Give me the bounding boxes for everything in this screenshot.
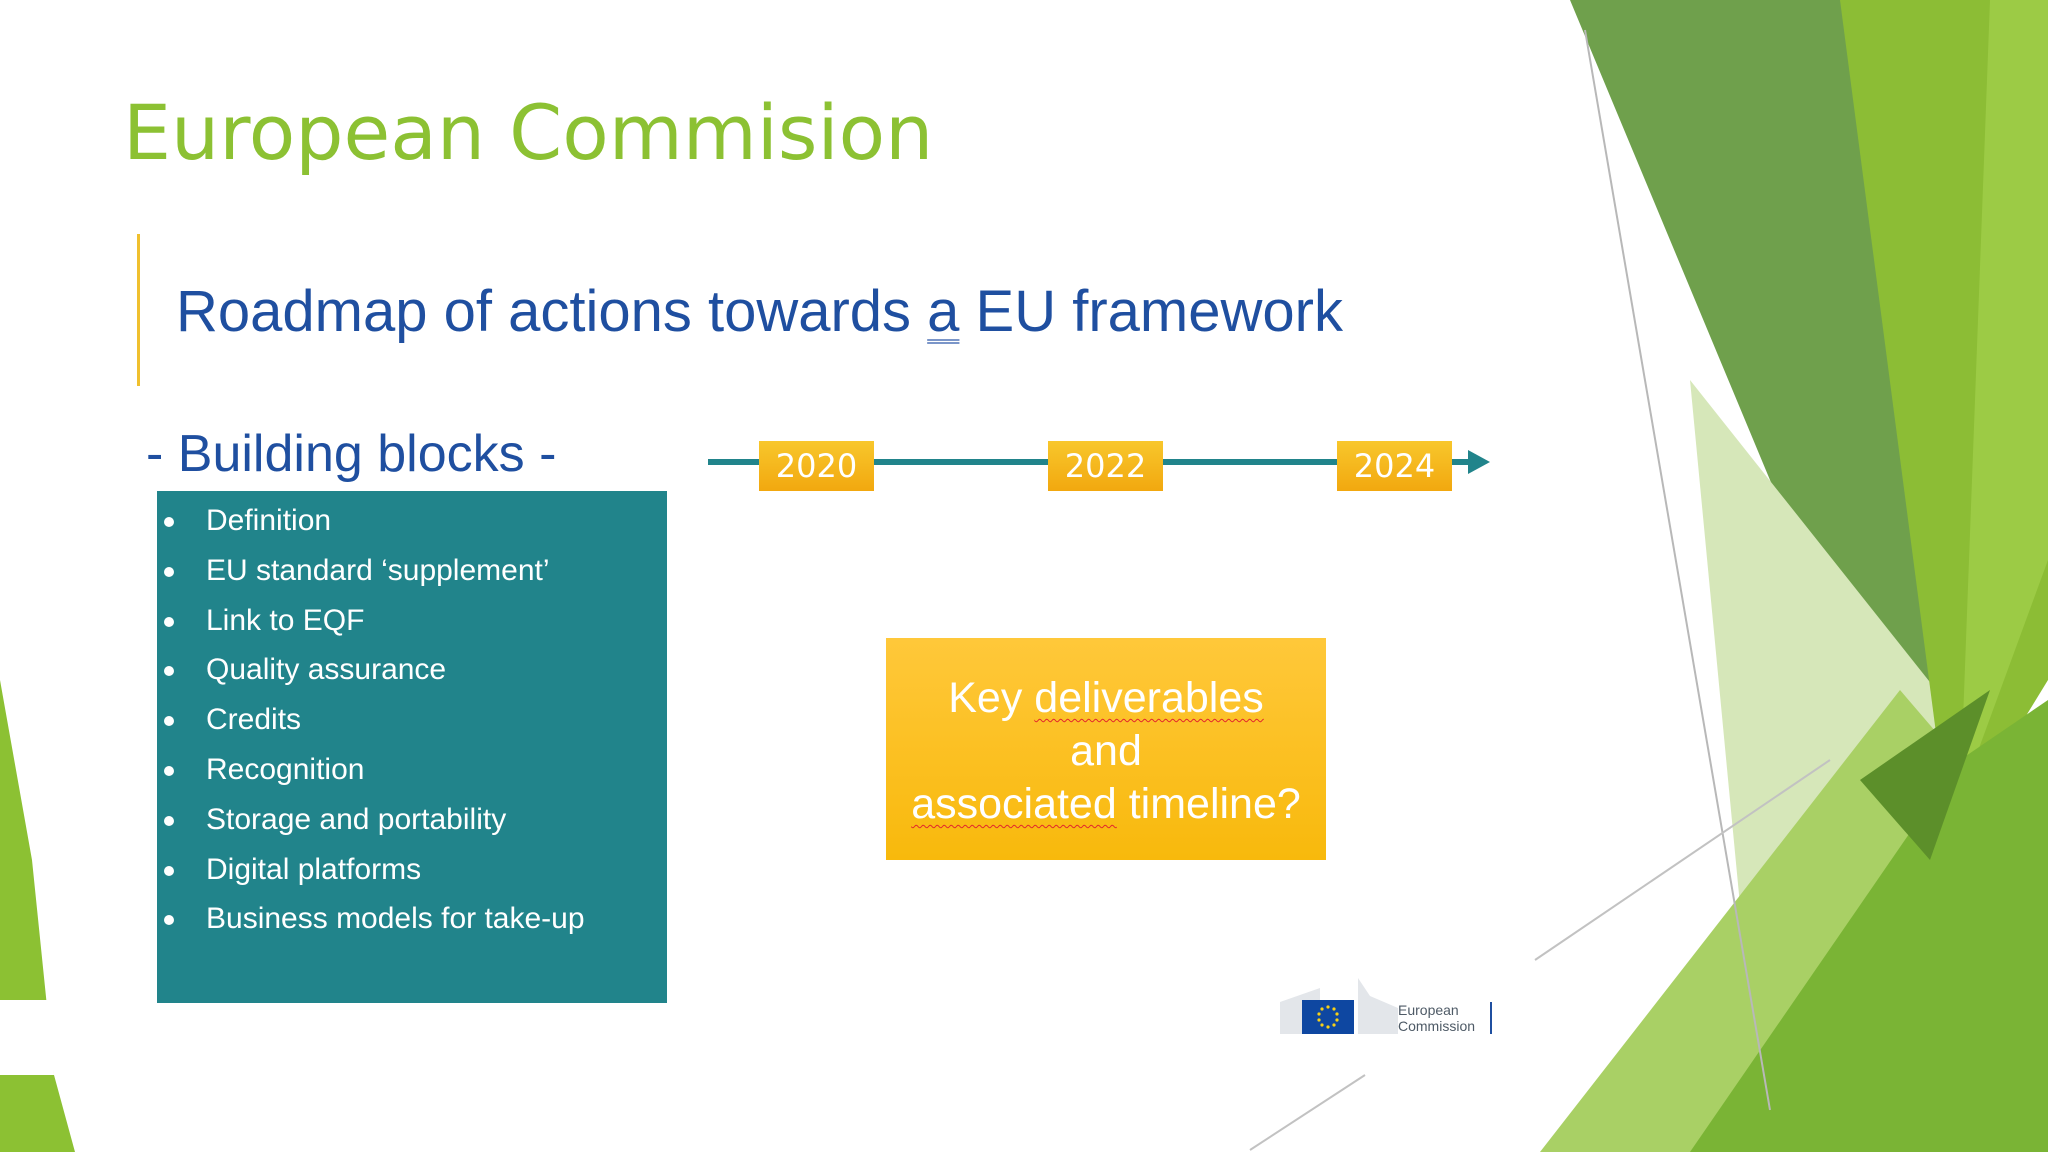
slide-title: European Commision bbox=[123, 88, 934, 177]
ec-logo-text: European Commission bbox=[1398, 1002, 1475, 1034]
timeline-year-2024: 2024 bbox=[1337, 441, 1452, 491]
building-block-item: Quality assurance bbox=[157, 646, 667, 696]
building-block-item: Link to EQF bbox=[157, 597, 667, 647]
key-box-word-key: Key bbox=[948, 674, 1035, 722]
building-block-item: Business models for take-up bbox=[157, 895, 667, 945]
deco-right-bottom-shape bbox=[1690, 700, 2048, 1152]
key-box-word-deliverables: deliverables bbox=[1034, 674, 1264, 722]
deco-thin-line-1 bbox=[1584, 29, 1771, 1111]
building-blocks-box: Definition EU standard ‘supplement’ Link… bbox=[157, 491, 667, 1003]
deco-right-far-shape bbox=[1960, 0, 2048, 800]
subtitle-text-start: Roadmap of actions towards bbox=[176, 279, 928, 344]
building-blocks-list: Definition EU standard ‘supplement’ Link… bbox=[157, 497, 667, 945]
subtitle-underlined-word: a bbox=[927, 279, 960, 344]
building-block-item: EU standard ‘supplement’ bbox=[157, 547, 667, 597]
ec-logo-line-2: Commission bbox=[1398, 1018, 1476, 1034]
building-block-item: Credits bbox=[157, 696, 667, 746]
key-box-word-associated: associated bbox=[911, 780, 1117, 828]
subtitle-accent-bar bbox=[137, 234, 140, 386]
ec-building-icon bbox=[1280, 978, 1398, 1034]
deco-left-white-notch bbox=[0, 1000, 54, 1075]
building-blocks-heading: - Building blocks - bbox=[146, 425, 557, 483]
timeline-arrow-icon bbox=[1468, 450, 1490, 474]
deco-left-green-shape bbox=[0, 680, 75, 1152]
building-block-item: Recognition bbox=[157, 746, 667, 796]
deco-thin-line-3 bbox=[1249, 1074, 1366, 1151]
building-block-item: Definition bbox=[157, 497, 667, 547]
building-block-item: Digital platforms bbox=[157, 846, 667, 896]
ec-logo-divider bbox=[1490, 1002, 1492, 1034]
deco-right-bottom-light bbox=[1540, 690, 1960, 1152]
key-box-word-timeline: timeline? bbox=[1116, 780, 1301, 828]
key-box-line-2: and bbox=[1070, 727, 1142, 775]
deco-thin-line-2 bbox=[1534, 759, 1831, 961]
european-commission-logo: European Commission bbox=[1280, 978, 1495, 1038]
subtitle-text-end: EU framework bbox=[959, 279, 1343, 344]
ec-logo-line-1: European bbox=[1398, 1002, 1459, 1018]
slide-subtitle: Roadmap of actions towards a EU framewor… bbox=[176, 278, 1343, 345]
building-block-item: Storage and portability bbox=[157, 796, 667, 846]
deco-right-bottom-deep bbox=[1860, 690, 1990, 860]
timeline-year-2020: 2020 bbox=[759, 441, 874, 491]
key-deliverables-box: Key deliverables and associated timeline… bbox=[886, 638, 1326, 860]
key-box-line-3: associated timeline? bbox=[886, 778, 1326, 831]
key-box-line-1: Key deliverables bbox=[886, 672, 1326, 725]
timeline-year-2022: 2022 bbox=[1048, 441, 1163, 491]
